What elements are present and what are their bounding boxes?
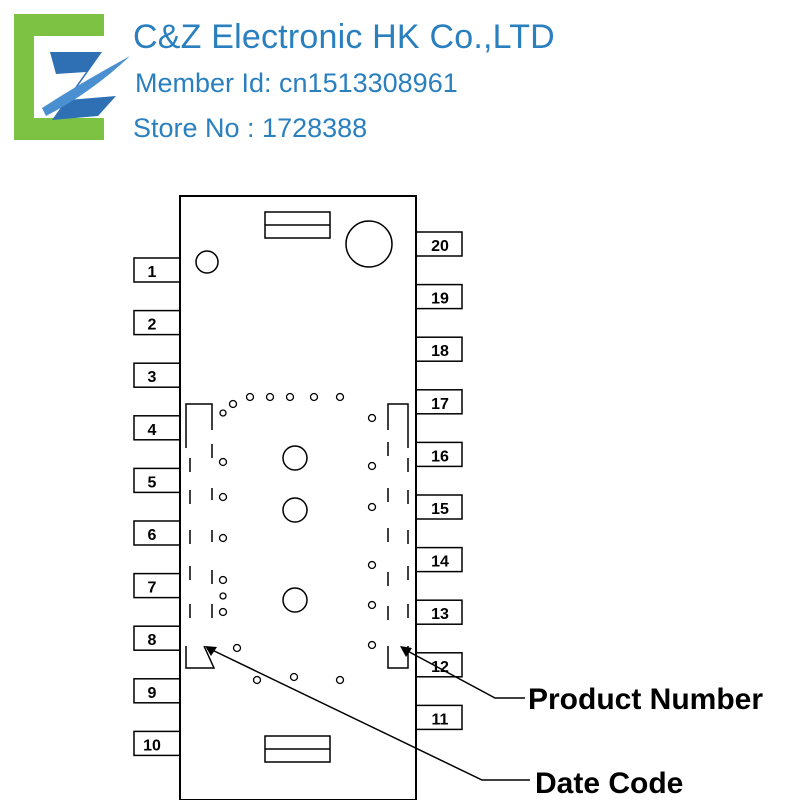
pin-left-4: 4 [133, 415, 181, 441]
pin-label: 9 [148, 685, 157, 702]
company-name: C&Z Electronic HK Co.,LTD [133, 18, 555, 56]
pin-right-20: 20 [415, 231, 463, 257]
pin-label: 18 [431, 343, 449, 360]
pin-left-9: 9 [133, 678, 181, 704]
pin1-indicator [195, 250, 219, 274]
pin-left-2: 2 [133, 309, 181, 336]
pin-label: 4 [148, 422, 157, 439]
pin-label: 5 [148, 474, 157, 491]
pin-label: 17 [431, 396, 449, 413]
right-pins: 20 19 18 17 16 15 14 13 12 11 [415, 231, 463, 731]
pin-label: 16 [431, 448, 449, 465]
pin-right-13: 13 [415, 599, 463, 625]
pin-left-7: 7 [133, 572, 181, 599]
product-number-label: Product Number [528, 683, 763, 716]
pad-large-3 [282, 587, 308, 613]
pin-right-14: 14 [415, 546, 463, 573]
pin-left-1: 1 [133, 257, 181, 283]
pin-right-19: 19 [415, 283, 463, 310]
pin-left-8: 8 [133, 625, 181, 651]
pin-left-6: 6 [133, 520, 181, 546]
left-pins: 1 2 3 4 5 6 7 8 9 10 [133, 257, 181, 757]
pin-right-18: 18 [415, 336, 463, 362]
bracket-bottom-left [185, 645, 216, 669]
callout-product-number: Product Number [400, 646, 763, 716]
bracket-bottom-right [387, 646, 409, 669]
pin-right-16: 16 [415, 441, 463, 468]
pin-label: 8 [148, 632, 157, 649]
pin-label: 1 [148, 264, 157, 281]
pin-label: 10 [143, 737, 161, 754]
bracket-top-right [387, 403, 409, 448]
member-id: Member Id: cn1513308961 [135, 68, 458, 98]
pin-label: 6 [148, 527, 157, 544]
pin-left-10: 10 [133, 730, 181, 757]
pin-label: 19 [431, 291, 449, 308]
pad-large-1 [282, 445, 308, 471]
pin-right-12: 12 [415, 652, 463, 678]
callout-date-code: Date Code [205, 646, 683, 800]
pin-label: 14 [431, 554, 449, 571]
pin-label: 13 [431, 606, 449, 623]
pin-label: 11 [432, 711, 449, 728]
pin-right-11: 11 [415, 704, 463, 731]
pin-label: 2 [148, 317, 157, 334]
company-logo-icon [14, 14, 130, 140]
pin-label: 3 [148, 369, 157, 386]
pin-label: 15 [431, 501, 449, 518]
date-code-label: Date Code [535, 767, 683, 800]
pin-right-17: 17 [415, 389, 463, 415]
pin-left-5: 5 [133, 467, 181, 494]
pin-left-3: 3 [133, 362, 181, 388]
bracket-top-left [185, 403, 213, 448]
pin-label: 12 [431, 659, 449, 676]
mounting-hole [345, 220, 393, 268]
pin-label: 20 [431, 238, 449, 255]
pin-right-15: 15 [415, 494, 463, 520]
pad-large-2 [282, 497, 308, 523]
header: C&Z Electronic HK Co.,LTD Member Id: cn1… [0, 0, 800, 160]
pin-label: 7 [148, 580, 157, 597]
store-number: Store No : 1728388 [133, 113, 368, 143]
